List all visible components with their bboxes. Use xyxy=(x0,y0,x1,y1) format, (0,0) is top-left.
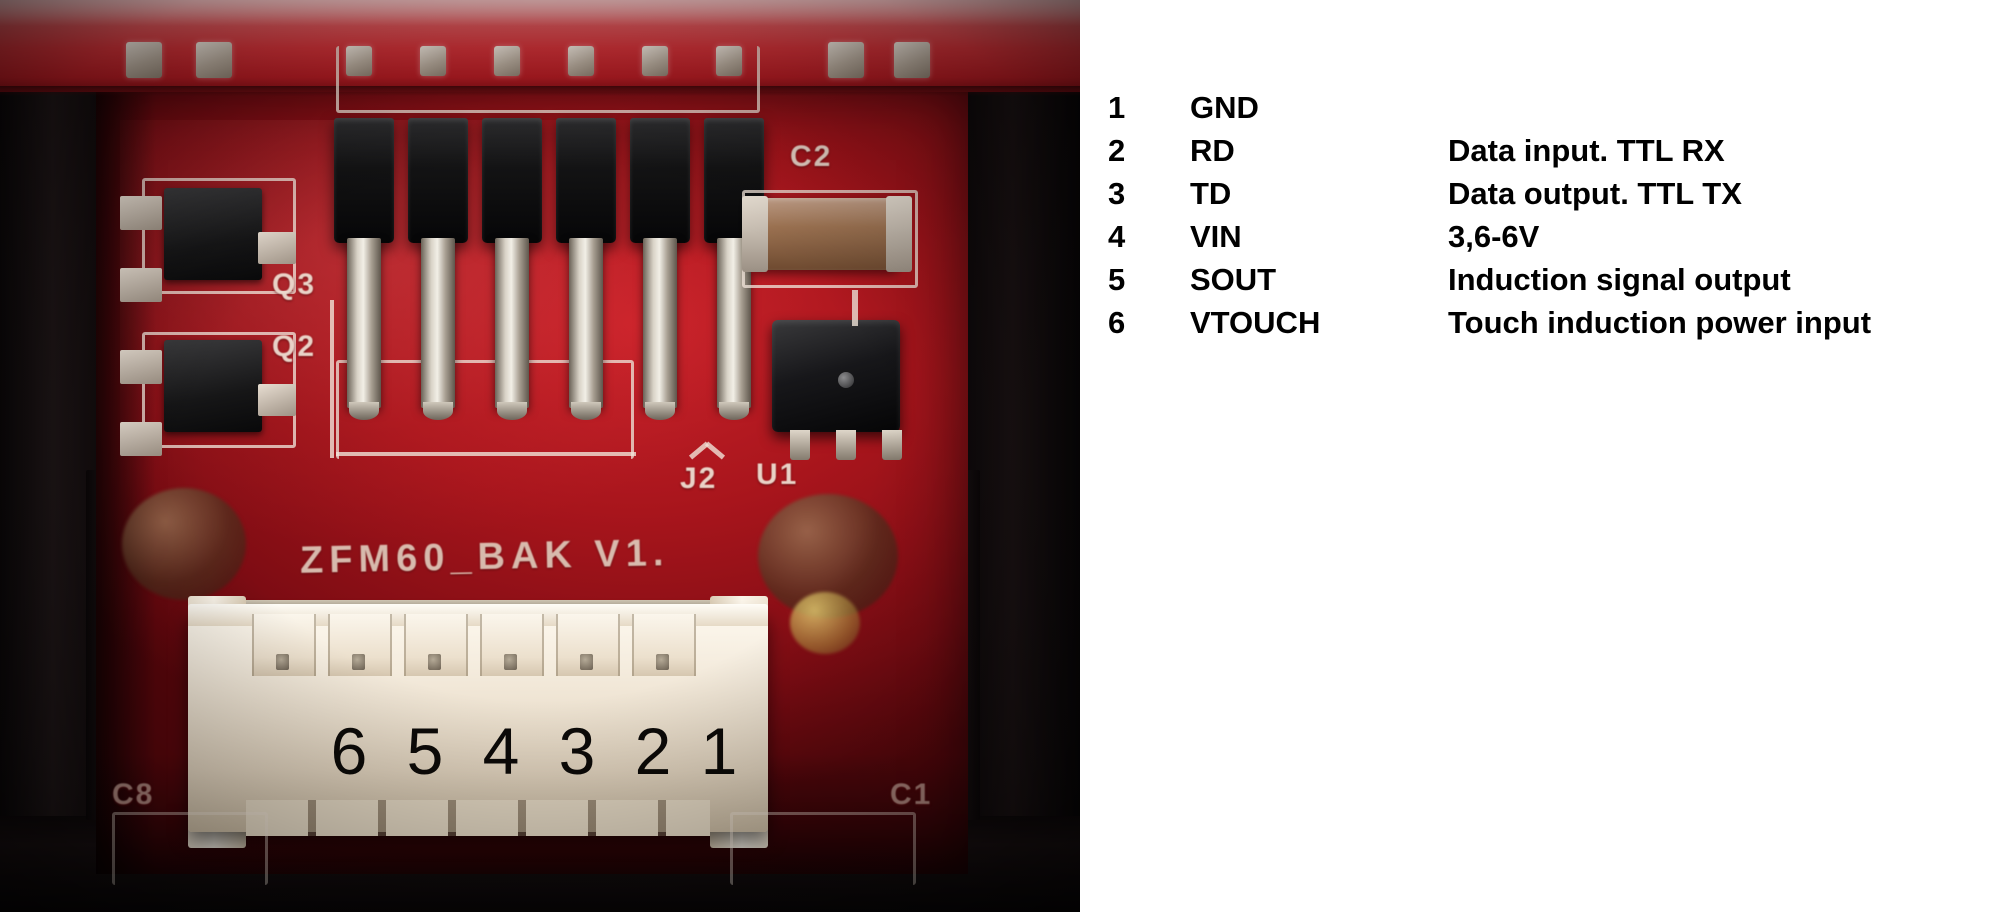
pin-header-block xyxy=(556,118,616,243)
silkscreen-label-q2: Q2 xyxy=(272,330,317,363)
silkscreen-label-c2: C2 xyxy=(790,140,833,173)
pin-number: 2 xyxy=(1108,133,1126,168)
smd-pad xyxy=(258,232,296,264)
solder-pad xyxy=(196,42,232,78)
silkscreen-trace xyxy=(330,300,334,458)
smd-pad xyxy=(258,384,296,416)
housing-right-rail xyxy=(968,0,1080,912)
pin-header-leg xyxy=(347,238,381,420)
pinout-table: 1 GND 2 RD Data input. TTL RX 3 TD Data … xyxy=(1108,90,1988,348)
pin-header-block xyxy=(630,118,690,243)
solder-pad xyxy=(126,42,162,78)
pcb-top-edge-highlight xyxy=(0,0,1080,26)
pin-header-block xyxy=(408,118,468,243)
connector-pin-number-4: 4 xyxy=(482,714,520,788)
silkscreen-label-u1: U1 xyxy=(756,458,799,491)
pin-number: 4 xyxy=(1108,219,1126,254)
pin-description: Induction signal output xyxy=(1448,262,1791,297)
pin-name: VIN xyxy=(1190,219,1242,254)
silkscreen-label-c8: C8 xyxy=(112,778,155,811)
pcb-blob xyxy=(122,488,246,600)
silkscreen-label-j2: J2 xyxy=(680,462,718,495)
pin-description xyxy=(1448,90,1988,133)
pin-header-block xyxy=(334,118,394,243)
connector-pin-hole xyxy=(352,654,365,670)
capacitor-c2 xyxy=(750,198,898,270)
connector-pin-hole xyxy=(580,654,593,670)
pcb-photo: Q3 Q2 C2 J2 U1 ZFM60_BAK V1. xyxy=(0,0,1080,912)
pin-name: RD xyxy=(1190,133,1235,168)
pinout-table-panel: 1 GND 2 RD Data input. TTL RX 3 TD Data … xyxy=(1080,0,2000,912)
pin-header-leg xyxy=(495,238,529,420)
smd-pad xyxy=(120,196,162,230)
silkscreen-outline-c8 xyxy=(112,812,268,885)
connector-pin-number-6: 6 xyxy=(330,714,368,788)
table-row: 4 VIN 3,6-6V xyxy=(1108,219,1988,262)
pin-header-leg xyxy=(643,238,677,420)
capacitor-terminal xyxy=(742,196,768,272)
pin-number: 3 xyxy=(1108,176,1126,211)
pin-description: Data output. TTL TX xyxy=(1448,176,1742,211)
silkscreen-board-id: ZFM60_BAK V1. xyxy=(299,532,670,582)
solder-pad xyxy=(828,42,864,78)
pin-header-block xyxy=(482,118,542,243)
smd-pad xyxy=(120,422,162,456)
ic-leg xyxy=(882,430,902,460)
smd-transistor-q3 xyxy=(164,188,262,280)
smd-pad xyxy=(120,350,162,384)
silkscreen-outline-c1 xyxy=(730,812,916,885)
capacitor-terminal xyxy=(886,196,912,272)
pin-number: 1 xyxy=(1108,90,1126,125)
table-row: 1 GND xyxy=(1108,90,1988,133)
connector-pin-number-2: 2 xyxy=(634,714,672,788)
pin-header-leg xyxy=(569,238,603,420)
table-row: 5 SOUT Induction signal output xyxy=(1108,262,1988,305)
pin-description: Touch induction power input xyxy=(1448,305,1872,340)
connector-pin-number-5: 5 xyxy=(406,714,444,788)
pin-name: GND xyxy=(1190,90,1259,125)
pin-description: Data input. TTL RX xyxy=(1448,133,1725,168)
table-row: 3 TD Data output. TTL TX xyxy=(1108,176,1988,219)
silkscreen-trace xyxy=(852,290,858,326)
ic-leg xyxy=(790,430,810,460)
silkscreen-trace xyxy=(336,452,636,456)
connector-pin-hole xyxy=(276,654,289,670)
pin-name: SOUT xyxy=(1190,262,1277,297)
pin-number: 6 xyxy=(1108,305,1126,340)
solder-pad xyxy=(894,42,930,78)
table-row: 6 VTOUCH Touch induction power input xyxy=(1108,305,1988,348)
smd-transistor-q2 xyxy=(164,340,262,432)
silkscreen-header-outline xyxy=(336,46,760,113)
silkscreen-label-q3: Q3 xyxy=(272,268,317,301)
connector-pin-hole xyxy=(428,654,441,670)
pin-name: TD xyxy=(1190,176,1232,211)
pin-name: VTOUCH xyxy=(1190,305,1321,340)
smd-pad xyxy=(120,268,162,302)
housing-left-rail xyxy=(0,0,96,912)
pin-header-leg xyxy=(421,238,455,420)
ic-pin1-marker xyxy=(838,372,854,388)
silkscreen-label-c1: C1 xyxy=(890,778,933,811)
connector-teeth xyxy=(246,800,710,836)
connector-pin-number-3: 3 xyxy=(558,714,596,788)
pin-number: 5 xyxy=(1108,262,1126,297)
pcb-blob xyxy=(790,592,860,654)
connector-pin-hole xyxy=(504,654,517,670)
connector-pin-hole xyxy=(656,654,669,670)
table-row: 2 RD Data input. TTL RX xyxy=(1108,133,1988,176)
pin-description: 3,6-6V xyxy=(1448,219,1540,254)
connector-pin-number-1: 1 xyxy=(700,714,738,788)
ic-leg xyxy=(836,430,856,460)
ic-u1 xyxy=(772,320,900,432)
